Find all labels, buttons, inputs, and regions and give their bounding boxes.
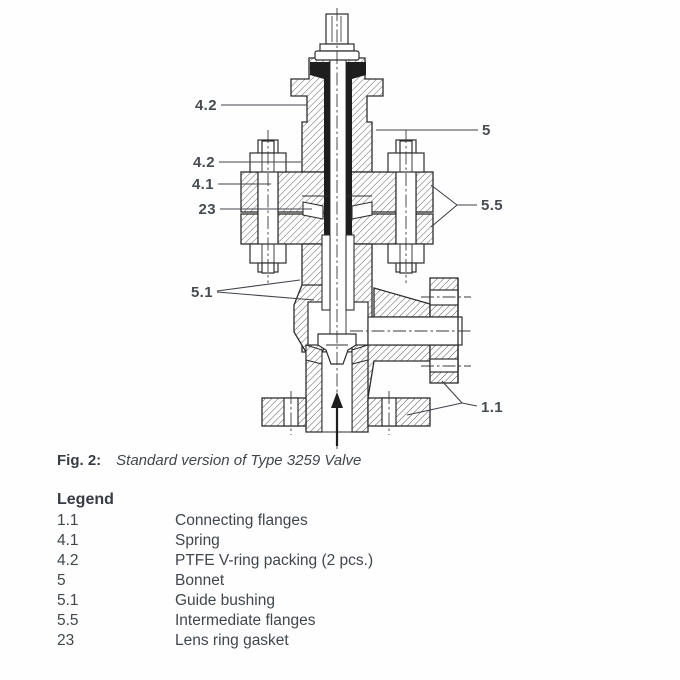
legend-item: 4.1 Spring — [57, 531, 617, 551]
callout-5.1: 5.1 — [191, 284, 213, 301]
inlet-pipe-right-wall — [351, 351, 369, 433]
legend-item: 1.1 Connecting flanges — [57, 511, 617, 531]
callout-23: 23 — [199, 201, 217, 218]
legend-item: 23 Lens ring gasket — [57, 631, 617, 651]
legend-item-ref: 5.5 — [57, 612, 79, 629]
figure-caption-text: Standard version of Type 3259 Valve — [116, 452, 362, 469]
legend-item-desc: Lens ring gasket — [175, 632, 289, 649]
legend-item-ref: 1.1 — [57, 512, 79, 529]
callout-4.2-lower: 4.2 — [193, 154, 215, 171]
callout-labels: 4.2 5 4.2 4.1 23 5.5 5.1 1.1 — [191, 97, 503, 416]
legend-item: 5 Bonnet — [57, 571, 617, 591]
callout-leader-lines — [216, 104, 478, 416]
lens-ring-gasket — [302, 195, 373, 220]
legend-item-ref: 4.2 — [57, 552, 79, 569]
legend-section: Legend 1.1 Connecting flanges 4.1 Spring… — [57, 489, 617, 651]
legend-item-ref: 5 — [57, 572, 66, 589]
legend-item-ref: 23 — [57, 632, 75, 649]
legend-item-ref: 5.1 — [57, 592, 79, 609]
callout-4.1: 4.1 — [192, 176, 214, 193]
legend-item-desc: PTFE V-ring packing (2 pcs.) — [175, 552, 374, 569]
outlet-bolt-hole-bottom — [429, 358, 459, 373]
stem-bore — [329, 57, 347, 336]
callout-5.5: 5.5 — [481, 197, 503, 214]
outlet-bolt-hole-top — [429, 289, 459, 306]
figure-caption-label: Fig. 2: — [57, 452, 102, 469]
legend-item-desc: Bonnet — [175, 572, 225, 589]
legend-item-desc: Spring — [175, 532, 220, 549]
legend-item: 5.1 Guide bushing — [57, 591, 617, 611]
valve-cross-section-drawing: 4.2 5 4.2 4.1 23 5.5 5.1 1.1 — [191, 8, 503, 449]
legend-item-desc: Guide bushing — [175, 592, 275, 609]
legend-item-ref: 4.1 — [57, 532, 79, 549]
legend-item: 4.2 PTFE V-ring packing (2 pcs.) — [57, 551, 617, 571]
legend-item: 5.5 Intermediate flanges — [57, 611, 617, 631]
legend-title: Legend — [57, 491, 114, 508]
callout-1.1: 1.1 — [481, 399, 503, 416]
legend-item-desc: Intermediate flanges — [175, 612, 316, 629]
callout-4.2-top: 4.2 — [195, 97, 217, 114]
outlet-arm-top-wall — [373, 287, 431, 318]
legend-item-desc: Connecting flanges — [175, 512, 308, 529]
bottom-flange-right — [367, 397, 431, 427]
guide-bushing — [321, 234, 355, 311]
callout-5: 5 — [482, 122, 491, 139]
centerlines — [267, 8, 472, 449]
flow-direction-arrow-icon — [331, 392, 343, 446]
figure-caption: Fig. 2: Standard version of Type 3259 Val… — [57, 452, 361, 469]
